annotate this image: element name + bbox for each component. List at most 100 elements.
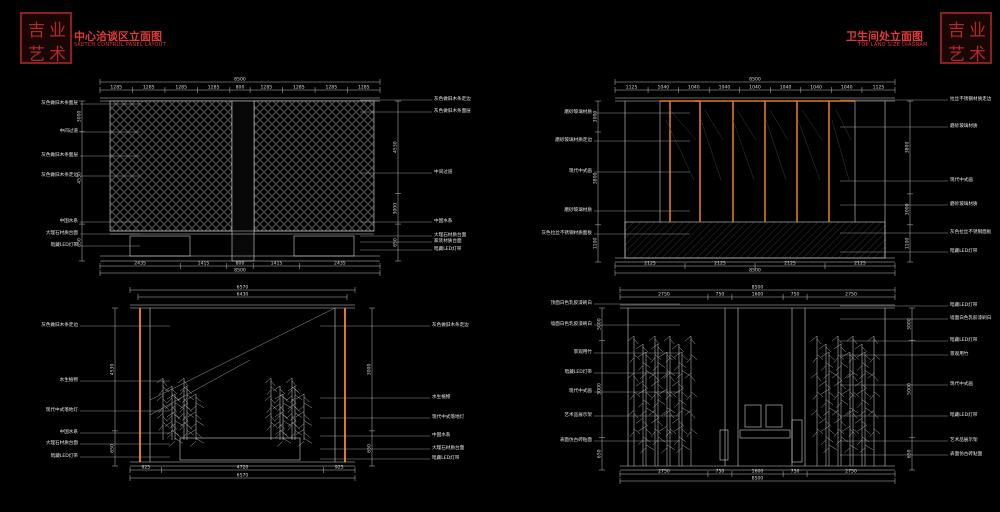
dimension-total: 6430 bbox=[237, 292, 249, 298]
dimension-label: 1285 bbox=[208, 85, 220, 91]
dimension-label: 1600 bbox=[752, 292, 764, 298]
dimension-label: 2435 bbox=[134, 261, 146, 267]
dimension-label: 2125 bbox=[854, 261, 866, 267]
dimension-label: 2750 bbox=[658, 469, 670, 475]
dimension-label: 650 bbox=[110, 444, 116, 453]
dimension-label: 1285 bbox=[175, 85, 187, 91]
dimension-label: 750 bbox=[716, 469, 725, 475]
annotation-note: 景观用竹 bbox=[573, 350, 592, 355]
dimension-label: 1040 bbox=[719, 85, 731, 91]
annotation-note: 灰色做旧木条走边 bbox=[432, 323, 469, 328]
dimension-label: 4530 bbox=[393, 141, 399, 153]
dimension-label: 2125 bbox=[784, 261, 796, 267]
annotation-note: 景观用竹 bbox=[950, 352, 969, 357]
annotation-note: 中间过道 bbox=[434, 170, 453, 175]
dimension-label: 3000 bbox=[367, 364, 373, 376]
annotation-note: 大理石材质台面 bbox=[434, 233, 467, 238]
annotation-note: 顶面白色乳胶漆刷白 bbox=[550, 301, 592, 306]
annotation-note: 中间过道 bbox=[59, 129, 78, 134]
annotation-note: 灰色拉丝不锈钢面板 bbox=[950, 230, 992, 235]
annotation-note: 磨砂玻璃材质走边 bbox=[555, 138, 592, 143]
seal-char: 业 bbox=[49, 21, 66, 41]
dimension-label: 650 bbox=[77, 238, 83, 247]
annotation-note: 大理石材质台面 bbox=[45, 441, 78, 446]
dimension-label: 2435 bbox=[334, 261, 346, 267]
left-drawing-title: 中心洽谈区立面图 bbox=[74, 30, 162, 43]
annotation-note: 磨砂玻璃材质 bbox=[564, 208, 592, 213]
dimension-label: 3800 bbox=[905, 142, 911, 154]
seal-char: 吉 bbox=[28, 21, 45, 41]
annotation-note: 暗藏LED灯带 bbox=[950, 303, 978, 308]
annotation-note: 暗藏LED灯带 bbox=[50, 243, 78, 248]
annotation-note: 灰色做旧木条面层 bbox=[434, 109, 471, 114]
dimension-label: 4530 bbox=[110, 364, 116, 376]
dimension-label: 650 bbox=[393, 238, 399, 247]
seal-char: 术 bbox=[969, 45, 986, 65]
dimension-label: 1285 bbox=[110, 85, 122, 91]
annotation-note: 暗藏LED灯带 bbox=[564, 370, 592, 375]
left-drawing-subtitle: SKETCH CONTROL PANEL LAYOUT bbox=[74, 42, 167, 48]
seal-char: 艺 bbox=[948, 45, 965, 65]
annotation-note: 暗藏LED灯带 bbox=[432, 456, 460, 461]
annotation-note: 暗藏LED灯带 bbox=[950, 413, 978, 418]
right-drawing-title: 卫生间处立面图 bbox=[846, 30, 923, 43]
dimension-label: 5000 bbox=[907, 383, 913, 395]
seal-char: 吉 bbox=[948, 21, 965, 41]
panel-bottom-left bbox=[130, 304, 355, 467]
annotation-note: 表面仿古砖贴面 bbox=[559, 438, 592, 443]
annotation-note: 水生植物 bbox=[59, 378, 78, 383]
dimension-label: 3000 bbox=[593, 111, 599, 123]
dimension-label: 3000 bbox=[597, 383, 603, 395]
annotation-note: 暗藏LED灯带 bbox=[950, 249, 978, 254]
dimension-label: 1415 bbox=[271, 261, 283, 267]
dimension-total: 8500 bbox=[234, 268, 246, 274]
annotation-note: 灰色做旧木条走边 bbox=[434, 97, 471, 102]
dimension-label: 5000 bbox=[597, 318, 603, 330]
annotation-note: 拉丝不锈钢材质走边 bbox=[950, 97, 992, 102]
dimension-label: 1415 bbox=[198, 261, 210, 267]
dimension-label: 1100 bbox=[593, 238, 599, 250]
dimension-label: 3000 bbox=[907, 318, 913, 330]
dimension-label: 1100 bbox=[905, 238, 911, 250]
dimension-total: 8500 bbox=[752, 285, 764, 291]
dimension-label: 1125 bbox=[873, 85, 885, 91]
dimension-label: 1040 bbox=[841, 85, 853, 91]
dimension-label: 650 bbox=[367, 444, 373, 453]
panel-bottom-right bbox=[620, 304, 895, 471]
dimension-total: 8500 bbox=[234, 77, 246, 83]
dimension-label: 1600 bbox=[752, 469, 764, 475]
dimension-label: 1285 bbox=[358, 85, 370, 91]
dimension-label: 750 bbox=[791, 469, 800, 475]
dimension-label: 2125 bbox=[644, 261, 656, 267]
annotation-note: 艺术品展示架 bbox=[564, 413, 592, 418]
dimension-total: 8500 bbox=[749, 77, 761, 83]
annotation-note: 墙面白色乳胶漆刷白 bbox=[950, 316, 992, 321]
annotation-note: 中国水系 bbox=[434, 219, 453, 224]
annotation-note: 艺术品展示架 bbox=[950, 438, 978, 443]
dimension-label: 800 bbox=[236, 85, 245, 91]
seal-char: 术 bbox=[49, 45, 66, 65]
dimension-label: 1125 bbox=[626, 85, 638, 91]
annotation-note: 中国水系 bbox=[59, 219, 78, 224]
dimension-label: 1285 bbox=[293, 85, 305, 91]
annotation-note: 墙面白色乳胶漆刷白 bbox=[550, 322, 592, 327]
right-drawing-subtitle: TOP LAND SIZE DIAGRAM bbox=[858, 42, 928, 48]
dimension-label: 2750 bbox=[658, 292, 670, 298]
dimension-label: 3000 bbox=[77, 110, 83, 122]
dimension-label: 3800 bbox=[593, 172, 599, 184]
seal-char: 艺 bbox=[28, 45, 45, 65]
dimension-label: 4720 bbox=[237, 465, 249, 471]
annotation-note: 灰色做旧木条走边 bbox=[41, 323, 78, 328]
dimension-label: 1285 bbox=[325, 85, 337, 91]
annotation-note: 大理石材质台面 bbox=[432, 446, 465, 451]
dimension-label: 2125 bbox=[714, 261, 726, 267]
annotation-note: 现代中式落地灯 bbox=[45, 408, 78, 413]
dimension-label: 650 bbox=[597, 449, 603, 458]
annotation-note: 中国水系 bbox=[59, 430, 78, 435]
dimension-label: 750 bbox=[791, 292, 800, 298]
annotation-note: 家装材质台面 bbox=[434, 239, 462, 244]
annotation-note: 现代中式画 bbox=[569, 389, 592, 394]
dimension-label: 2750 bbox=[845, 292, 857, 298]
annotation-note: 灰色做旧木条面层 bbox=[41, 101, 78, 106]
